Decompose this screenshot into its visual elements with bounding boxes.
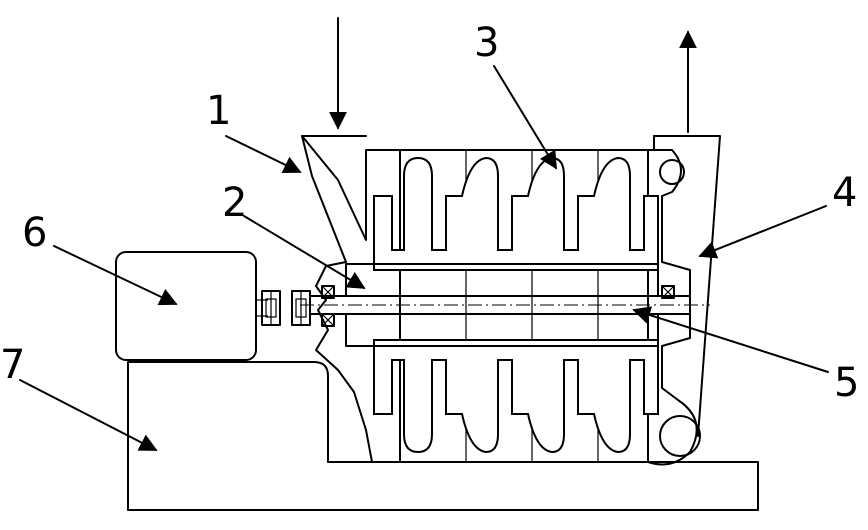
callout-1: 1 bbox=[206, 88, 231, 134]
leader-4 bbox=[698, 205, 827, 259]
bearing-right bbox=[661, 285, 675, 299]
base-frame bbox=[127, 361, 759, 511]
shaft bbox=[300, 295, 710, 315]
callout-5: 5 bbox=[834, 360, 859, 406]
callout-labels: 1 2 3 4 5 6 7 bbox=[0, 20, 859, 406]
motor bbox=[115, 251, 268, 361]
callout-4: 4 bbox=[832, 170, 857, 216]
coupling bbox=[261, 290, 311, 326]
leader-1 bbox=[225, 135, 302, 174]
discharge-casing bbox=[647, 135, 721, 466]
callout-2: 2 bbox=[222, 180, 247, 226]
bearing-left bbox=[321, 285, 335, 327]
callout-6: 6 bbox=[22, 210, 47, 256]
leader-6 bbox=[53, 245, 178, 306]
impeller-channels-bottom bbox=[373, 339, 659, 454]
leader-lines bbox=[19, 65, 829, 451]
callout-3: 3 bbox=[474, 20, 499, 66]
leader-5 bbox=[632, 306, 829, 373]
callout-7: 7 bbox=[0, 342, 25, 388]
impeller-channels-top bbox=[373, 156, 659, 271]
leader-2 bbox=[243, 215, 366, 289]
leader-3 bbox=[493, 65, 557, 170]
leader-7 bbox=[19, 379, 158, 451]
